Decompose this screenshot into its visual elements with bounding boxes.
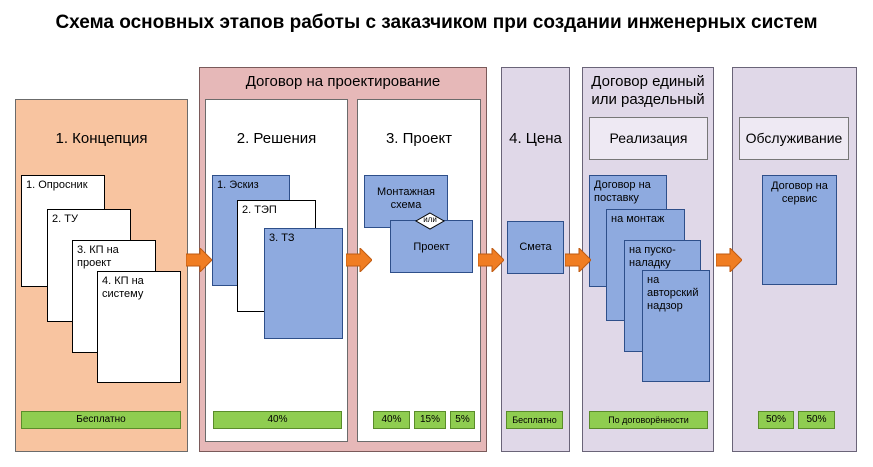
implementation-label-box: Реализация	[589, 117, 708, 160]
project-price-badge-2: 15%	[414, 411, 446, 429]
price-stage-badge: Бесплатно	[506, 411, 563, 429]
page-title: Схема основных этапов работы с заказчико…	[55, 12, 818, 33]
arrow-right-icon	[346, 248, 372, 272]
or-diamond-icon	[415, 212, 445, 230]
stage-project-label: 3. Проект	[385, 130, 453, 147]
service-price-badge-1: 50%	[758, 411, 794, 429]
stage-solutions-label: 2. Решения	[236, 130, 317, 147]
arrow-right-icon	[478, 248, 504, 272]
solutions-price-badge: 40%	[213, 411, 342, 429]
arrow-right-icon	[565, 248, 591, 272]
project-price-badge-1: 40%	[373, 411, 410, 429]
concept-card-kp-system: 4. КП на систему	[97, 271, 181, 383]
service-card-contract: Договор на сервис	[762, 175, 837, 285]
or-label: или	[423, 215, 437, 224]
arrow-right-icon	[716, 248, 742, 272]
implementation-card-supervision: на авторский надзор	[642, 270, 710, 382]
solutions-card-tz: 3. ТЗ	[264, 228, 343, 339]
concept-price-badge: Бесплатно	[21, 411, 181, 429]
arrow-right-icon	[186, 248, 212, 272]
stage-price-label: 4. Цена	[509, 130, 562, 147]
service-price-badge-2: 50%	[798, 411, 835, 429]
contract-combined-label: Договор единый или раздельный	[591, 73, 705, 108]
contract-design-label: Договор на проектирование	[245, 73, 441, 90]
stage-concept-label: 1. Концепция	[55, 130, 148, 147]
project-card-project: Проект	[390, 220, 473, 273]
price-card-estimate: Смета	[507, 221, 564, 274]
service-label-box: Обслуживание	[739, 117, 849, 160]
project-price-badge-3: 5%	[450, 411, 475, 429]
implementation-price-badge: По договорённости	[589, 411, 708, 429]
